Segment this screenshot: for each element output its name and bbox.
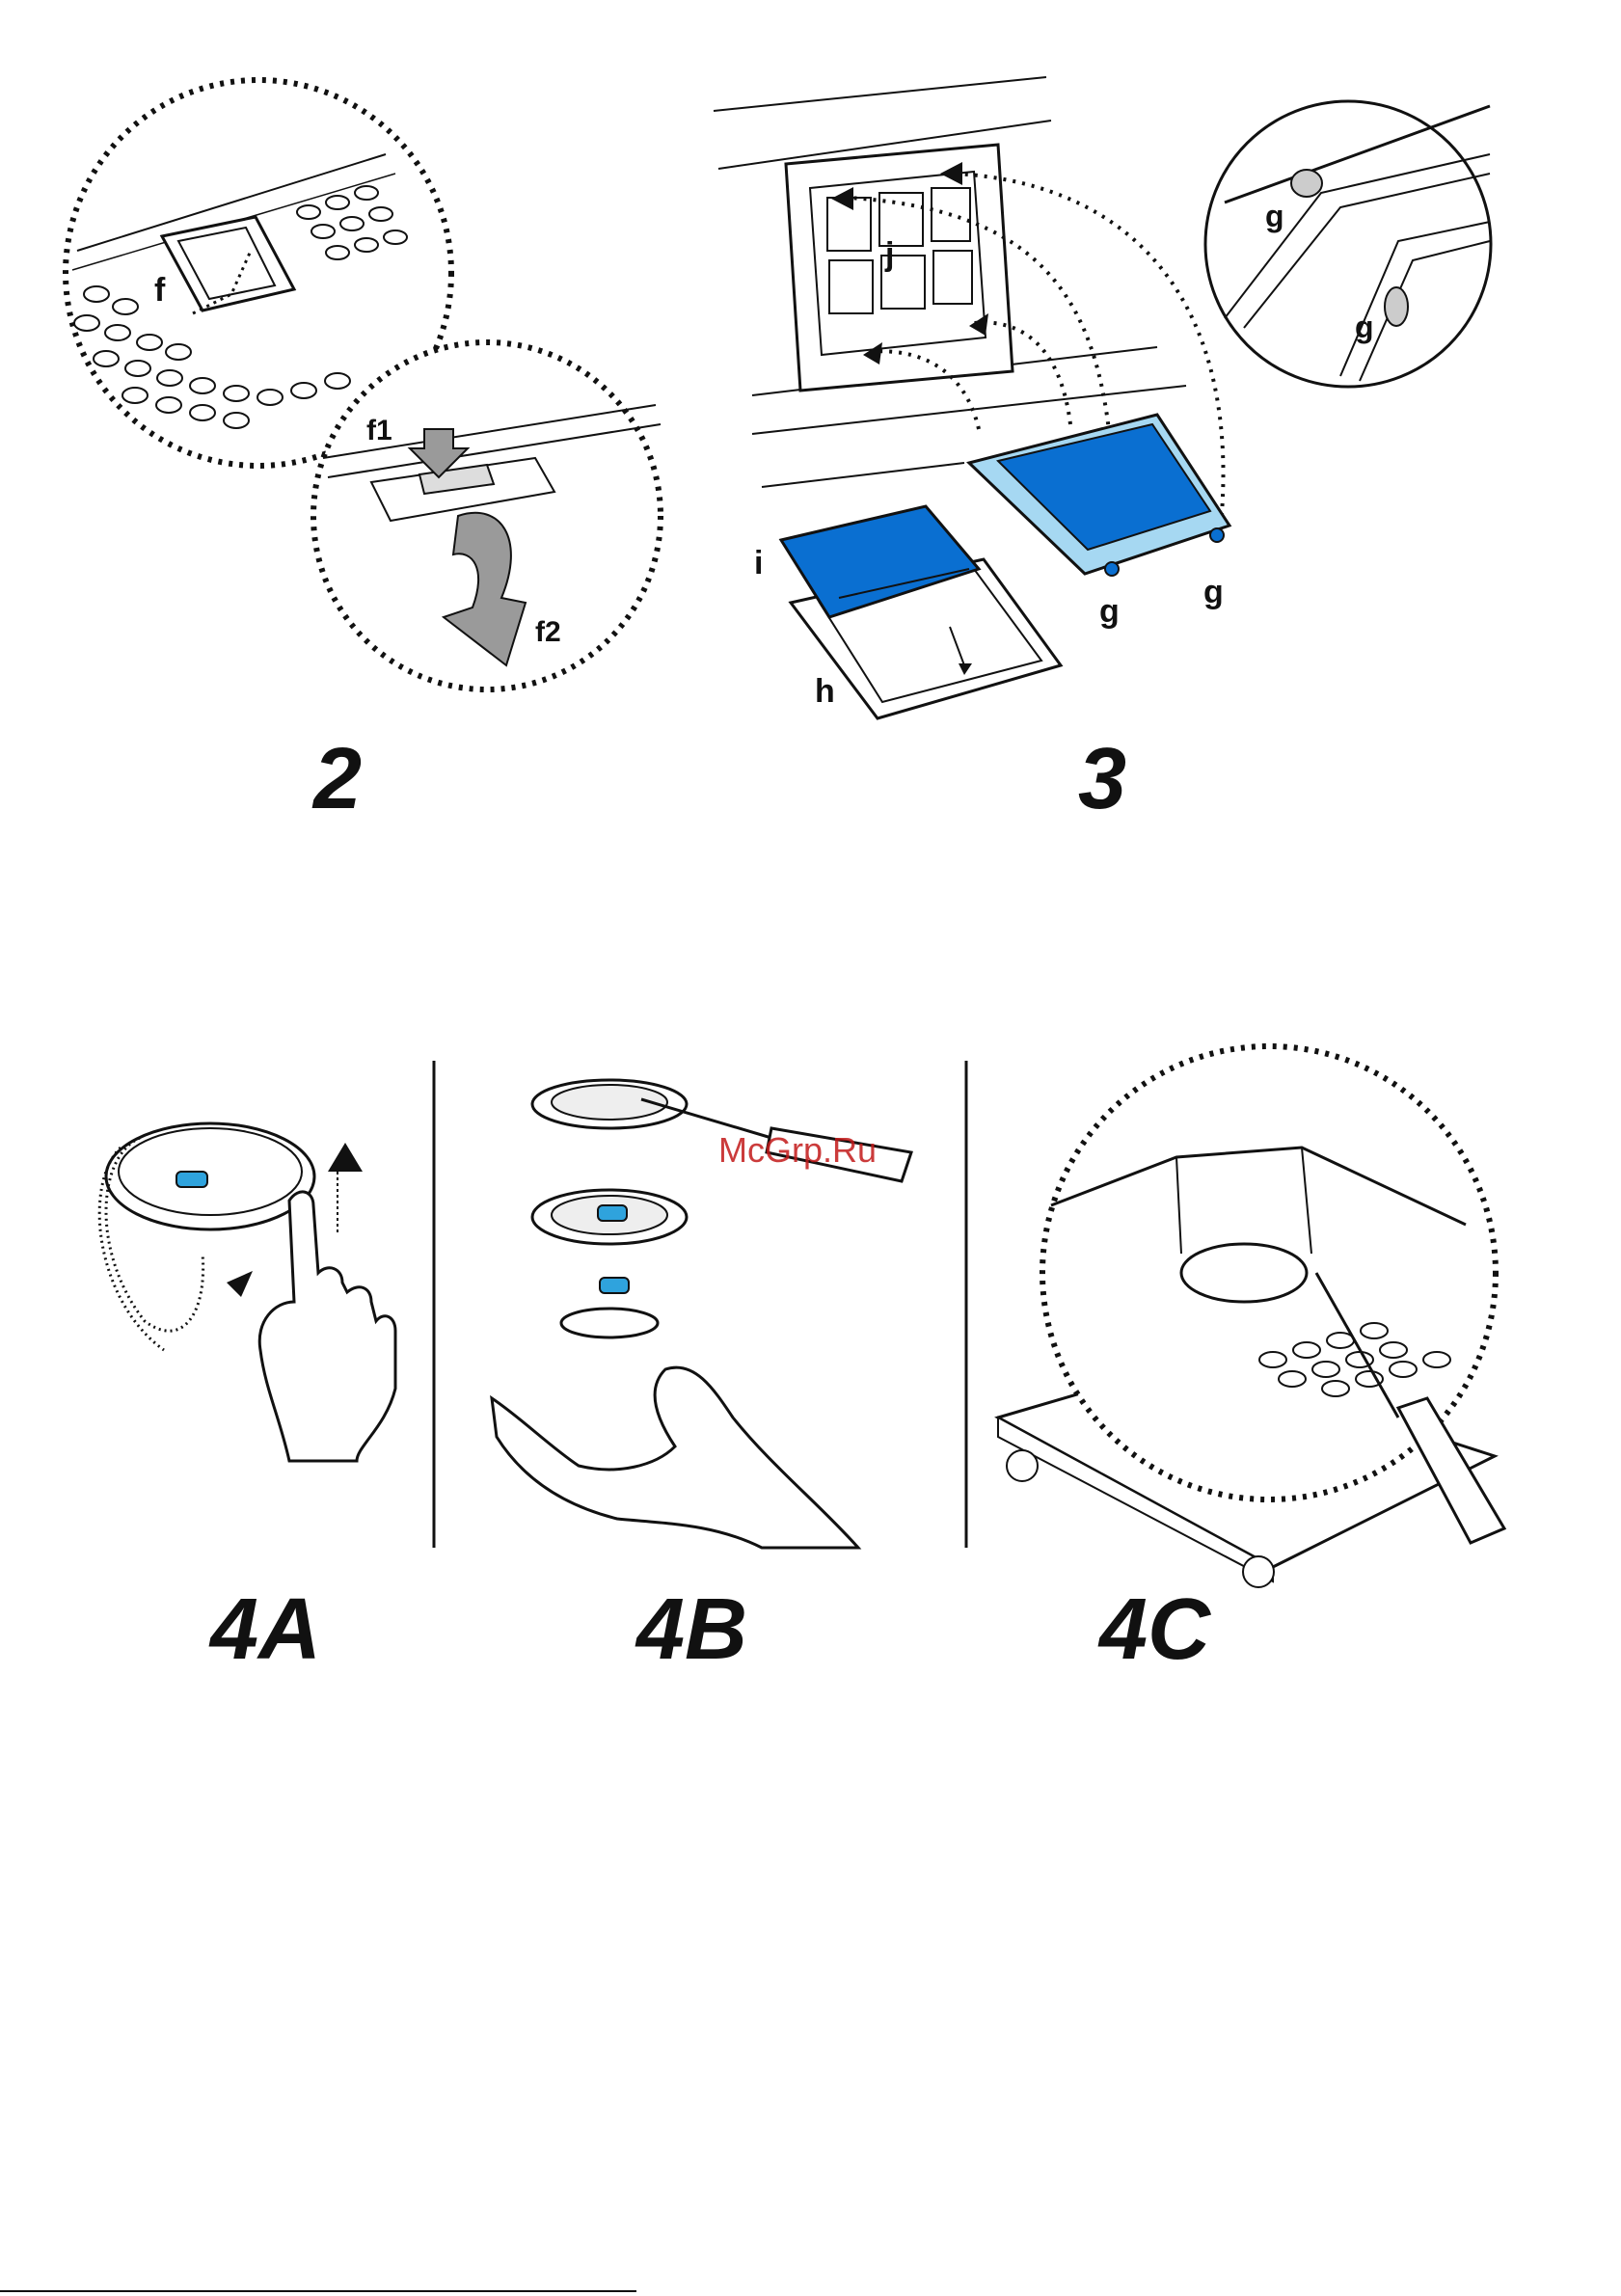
magnifier-release-view: f1 f2 (313, 342, 661, 689)
figure-number-2: 2 (311, 731, 362, 827)
figure-number-4b: 4B (635, 1581, 747, 1678)
label-f1: f1 (366, 415, 392, 446)
label-h: h (815, 673, 835, 710)
figure-3-carbon-filter: j g g (714, 77, 1491, 827)
hand-4a (259, 1192, 395, 1461)
label-g-right: g (1203, 574, 1224, 610)
figure-4b-replace-bulb: McGrp.Ru 4B (492, 1080, 911, 1678)
magnifier-knob-detail: g g (1205, 101, 1491, 387)
figure-2-filter-latch: f f1 f2 2 (66, 80, 661, 827)
figure-4c-remove-hood-panel: 4C (998, 1046, 1504, 1678)
figure-number-4a: 4A (208, 1581, 321, 1678)
watermark: McGrp.Ru (718, 1130, 877, 1170)
bulb-icon-installed (598, 1205, 627, 1221)
label-g-detail-bottom: g (1355, 310, 1374, 344)
label-f: f (154, 272, 166, 309)
knob-g-right (1210, 528, 1224, 542)
bulb-icon (176, 1172, 207, 1187)
label-i: i (754, 545, 763, 581)
hand-4b (492, 1367, 858, 1548)
knob-g-left (1105, 562, 1119, 576)
label-g-left: g (1099, 593, 1120, 630)
bulb-icon-loose (600, 1278, 629, 1293)
label-g-detail-top: g (1265, 199, 1284, 233)
label-f2: f2 (535, 616, 561, 648)
figure-4a-open-lamp-cover: 4A (99, 1123, 395, 1678)
label-j: j (884, 236, 894, 273)
figure-number-4c: 4C (1097, 1581, 1212, 1678)
figure-number-3: 3 (1078, 731, 1126, 827)
